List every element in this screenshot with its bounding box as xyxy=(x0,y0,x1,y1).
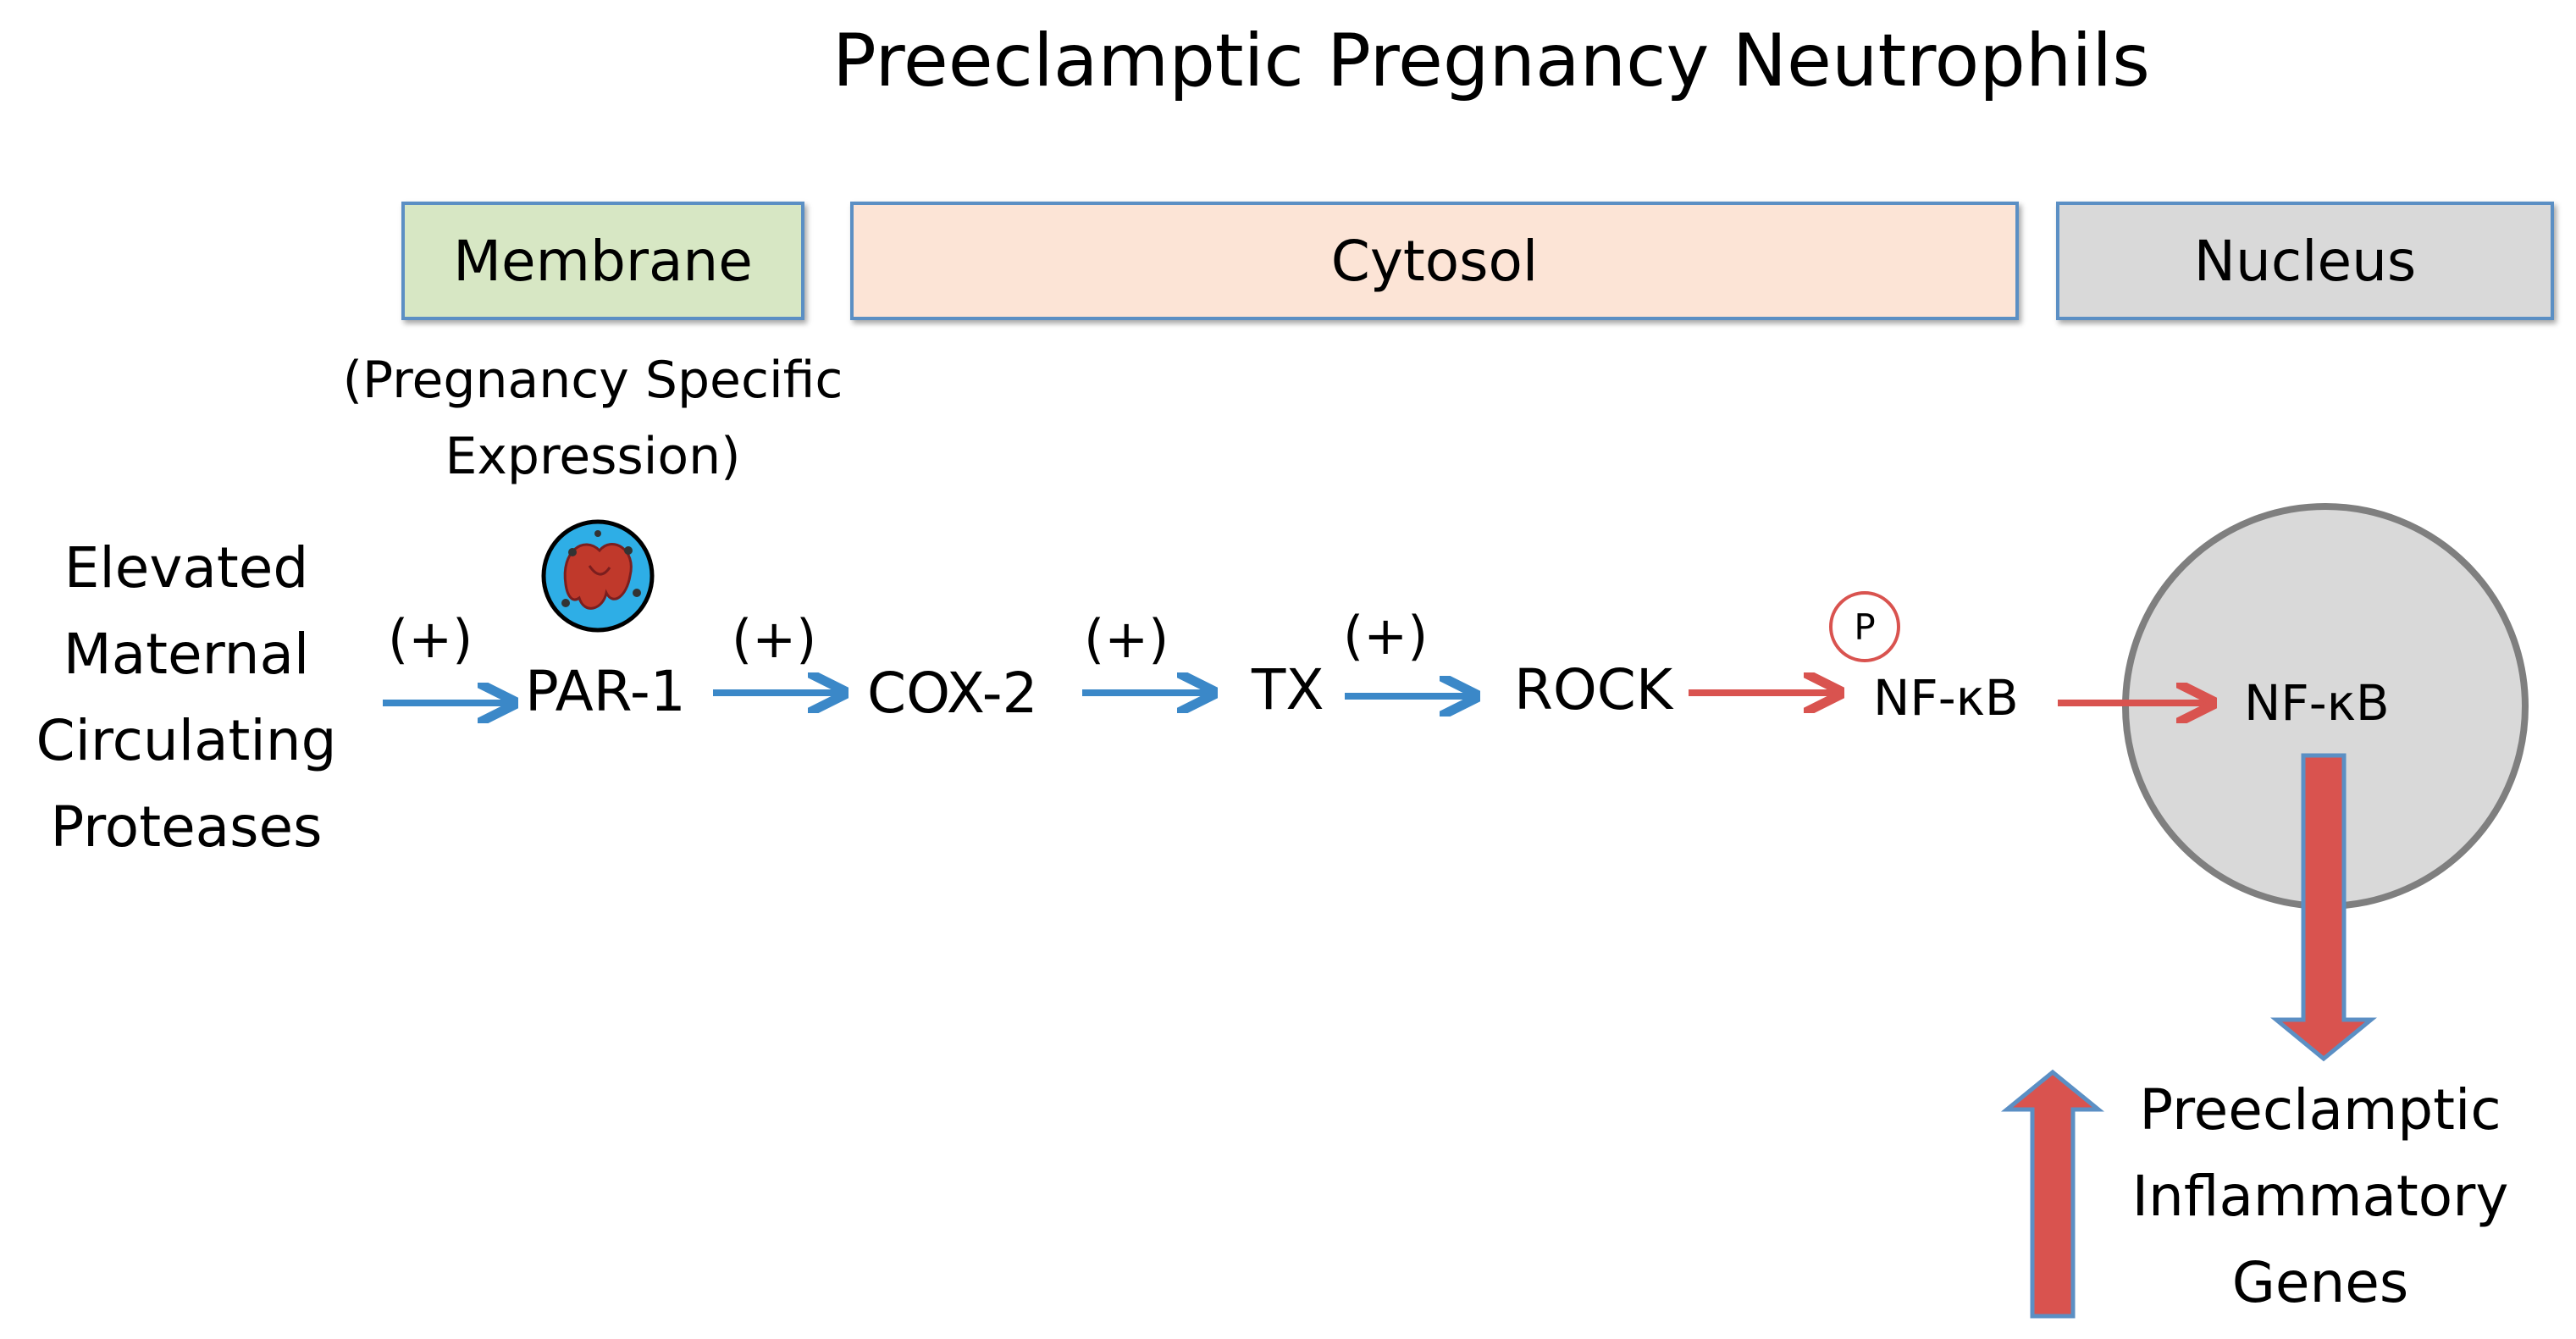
output-label: Preeclamptic Inflammatory Genes xyxy=(2100,1067,2540,1326)
output-line: Inflammatory xyxy=(2131,1164,2509,1229)
cytosol-label: Cytosol xyxy=(1330,228,1539,294)
nucleus-label: Nucleus xyxy=(2193,228,2417,294)
neutrophil-icon xyxy=(541,519,655,633)
membrane-region: Membrane xyxy=(401,202,804,320)
output-line: Preeclamptic xyxy=(2139,1077,2501,1143)
note-line: (Pregnancy Specific xyxy=(342,351,843,410)
activation-label: (+) xyxy=(732,608,817,670)
output-line: Genes xyxy=(2231,1250,2409,1315)
membrane-label: Membrane xyxy=(453,228,753,294)
phosphate-badge: P xyxy=(1829,591,1900,662)
diagram-title: Preeclamptic Pregnancy Neutrophils xyxy=(832,19,2150,103)
down-arrow xyxy=(2270,753,2377,1062)
cytosol-region: Cytosol xyxy=(850,202,2019,320)
source-label: Elevated Maternal Circulating Proteases xyxy=(8,525,364,871)
increase-arrow-icon xyxy=(2000,1069,2105,1319)
phosphate-label: P xyxy=(1854,606,1876,648)
node-nfkb-cytosol: NF-κB xyxy=(1873,669,2019,727)
pregnancy-specific-note: (Pregnancy Specific Expression) xyxy=(322,342,864,495)
activation-label: (+) xyxy=(1343,605,1429,667)
node-par1: PAR-1 xyxy=(525,659,686,724)
source-line: Circulating xyxy=(36,708,337,773)
nucleus-region: Nucleus xyxy=(2056,202,2554,320)
note-line: Expression) xyxy=(445,427,741,486)
node-cox2: COX-2 xyxy=(867,661,1038,726)
node-nfkb-nucleus: NF-κB xyxy=(2244,674,2390,732)
node-rock: ROCK xyxy=(1514,657,1673,722)
source-line: Elevated xyxy=(64,535,309,600)
activation-label: (+) xyxy=(388,608,473,670)
activation-label: (+) xyxy=(1084,608,1169,670)
source-line: Proteases xyxy=(50,794,323,860)
node-tx: TX xyxy=(1252,657,1324,722)
source-line: Maternal xyxy=(63,622,310,687)
